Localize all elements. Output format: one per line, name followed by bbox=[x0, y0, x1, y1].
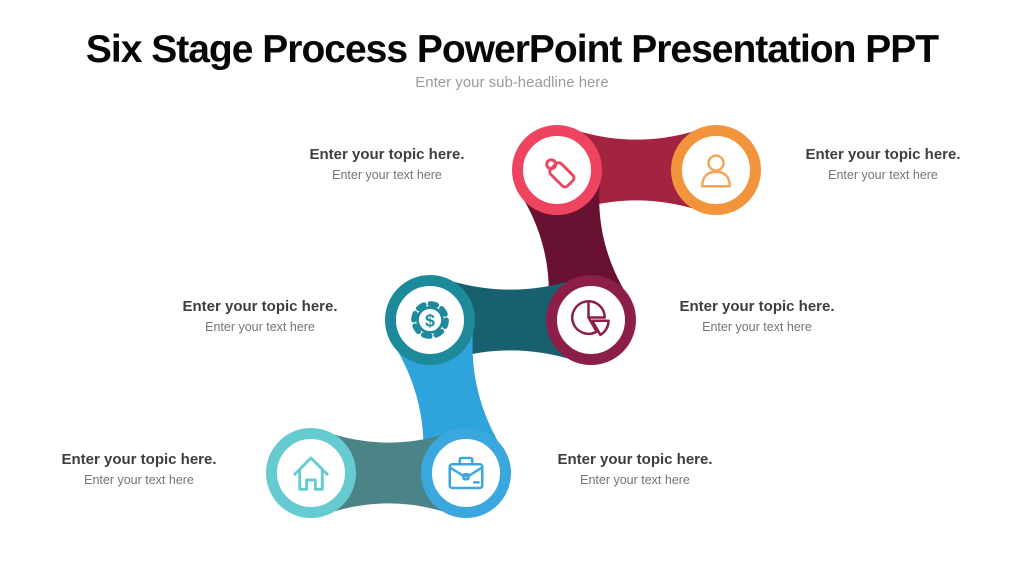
stage-node-pie[interactable] bbox=[546, 275, 636, 365]
connector-home-briefcase bbox=[329, 433, 448, 513]
pie-chart-icon bbox=[571, 300, 610, 337]
topic-placeholder[interactable]: Enter your topic here. bbox=[309, 146, 465, 163]
home-icon bbox=[293, 456, 329, 491]
gear-dollar-icon: $ bbox=[411, 301, 449, 339]
connector-gear-pie bbox=[448, 280, 573, 360]
connector-tag-person bbox=[575, 130, 698, 210]
person-icon bbox=[701, 154, 731, 188]
text-placeholder[interactable]: Enter your text here bbox=[580, 473, 690, 487]
slide-title[interactable]: Six Stage Process PowerPoint Presentatio… bbox=[85, 28, 939, 71]
topic-placeholder[interactable]: Enter your topic here. bbox=[182, 298, 338, 315]
stage-node-person[interactable] bbox=[671, 125, 761, 215]
svg-text:$: $ bbox=[425, 310, 435, 330]
stage-label-pie[interactable]: Enter your topic here. Enter your text h… bbox=[679, 298, 834, 334]
stage-node-home[interactable] bbox=[266, 428, 356, 518]
stage-node-gear[interactable]: $ bbox=[385, 275, 475, 365]
topic-placeholder[interactable]: Enter your topic here. bbox=[679, 298, 835, 315]
stage-label-gear[interactable]: Enter your topic here. Enter your text h… bbox=[182, 298, 337, 334]
text-placeholder[interactable]: Enter your text here bbox=[702, 320, 812, 334]
stage-label-person[interactable]: Enter your topic here. Enter your text h… bbox=[805, 146, 960, 182]
stage-label-home[interactable]: Enter your topic here. Enter your text h… bbox=[61, 451, 216, 487]
stage-node-tag[interactable] bbox=[512, 125, 602, 215]
topic-placeholder[interactable]: Enter your topic here. bbox=[61, 451, 217, 468]
stage-label-briefcase[interactable]: Enter your topic here. Enter your text h… bbox=[557, 451, 712, 487]
tag-icon bbox=[545, 158, 576, 189]
stage-node-briefcase[interactable] bbox=[421, 428, 511, 518]
briefcase-icon bbox=[448, 456, 484, 490]
text-placeholder[interactable]: Enter your text here bbox=[84, 473, 194, 487]
text-placeholder[interactable]: Enter your text here bbox=[332, 168, 442, 182]
slide-subtitle[interactable]: Enter your sub-headline here bbox=[415, 74, 609, 91]
topic-placeholder[interactable]: Enter your topic here. bbox=[557, 451, 713, 468]
topic-placeholder[interactable]: Enter your topic here. bbox=[805, 146, 961, 163]
text-placeholder[interactable]: Enter your text here bbox=[828, 168, 938, 182]
text-placeholder[interactable]: Enter your text here bbox=[205, 320, 315, 334]
stage-label-tag[interactable]: Enter your topic here. Enter your text h… bbox=[309, 146, 464, 182]
